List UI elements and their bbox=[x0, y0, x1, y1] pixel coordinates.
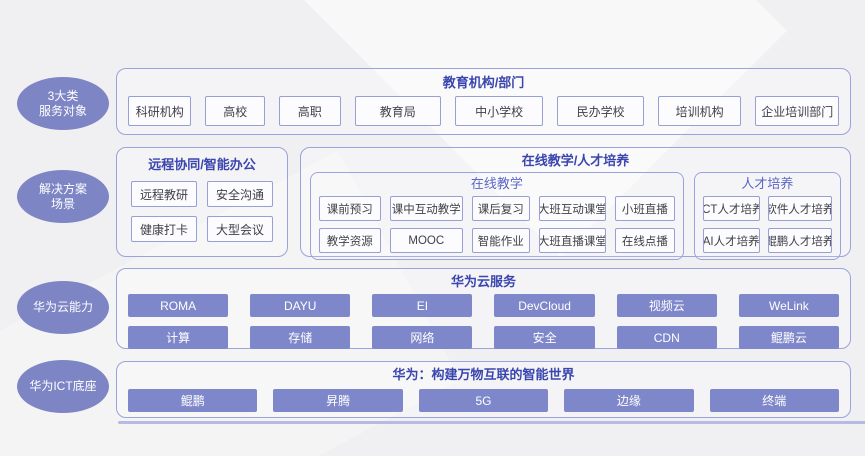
scenario-item: 小班直播 bbox=[615, 196, 675, 221]
bottom-divider bbox=[118, 421, 865, 424]
scenario-item: 教学资源 bbox=[319, 228, 381, 253]
org-item: 民办学校 bbox=[557, 96, 644, 126]
stage-label-solution-scenarios: 解决方案 场景 bbox=[17, 170, 109, 223]
stage-label-text: 解决方案 场景 bbox=[38, 181, 87, 211]
ict-base-grid: 鲲鹏 昇腾 5G 边缘 终端 bbox=[128, 389, 839, 412]
cloud-service-item: 安全 bbox=[494, 326, 595, 349]
stage-label-cloud-capability: 华为云能力 bbox=[17, 281, 109, 334]
scenario-item: AI人才培养 bbox=[702, 228, 760, 253]
stage-label-text: 华为ICT底座 bbox=[29, 379, 97, 393]
talent-grid: ICT人才培养 软件人才培养 AI人才培养 鲲鹏人才培养 bbox=[702, 196, 832, 253]
scenario-item: 远程教研 bbox=[131, 181, 197, 207]
stage-label-ict-base: 华为ICT底座 bbox=[17, 360, 109, 413]
org-item: 高校 bbox=[205, 96, 266, 126]
org-item: 高职 bbox=[279, 96, 341, 126]
cloud-service-item: 鲲鹏云 bbox=[738, 326, 839, 349]
scenario-item: ICT人才培养 bbox=[702, 196, 760, 221]
cloud-service-item: ROMA bbox=[128, 294, 229, 317]
cloud-service-item: 存储 bbox=[250, 326, 351, 349]
scenario-item: 健康打卡 bbox=[131, 216, 197, 242]
cloud-service-item: WeLink bbox=[738, 294, 839, 317]
scenario-item: 软件人才培养 bbox=[767, 196, 832, 221]
org-item: 中小学校 bbox=[455, 96, 544, 126]
org-item: 企业培训部门 bbox=[755, 96, 839, 126]
section-cloud-services: 华为云服务 ROMA DAYU EI DevCloud 视频云 WeLink 计… bbox=[116, 268, 851, 349]
organizations-row: 科研机构 高校 高职 教育局 中小学校 民办学校 培训机构 企业培训部门 bbox=[128, 96, 839, 126]
scenario-item: 在线点播 bbox=[615, 228, 675, 253]
section-ict-base: 华为：构建万物互联的智能世界 鲲鹏 昇腾 5G 边缘 终端 bbox=[116, 361, 851, 418]
subsection-talent-training: 人才培养 ICT人才培养 软件人才培养 AI人才培养 鲲鹏人才培养 bbox=[693, 172, 841, 260]
cloud-service-item: DAYU bbox=[250, 294, 351, 317]
cloud-service-item: EI bbox=[372, 294, 473, 317]
section-title: 远程协同/智能办公 bbox=[148, 157, 256, 172]
section-title: 华为云服务 bbox=[450, 274, 516, 289]
ict-item: 边缘 bbox=[564, 389, 694, 412]
cloud-service-item: 视频云 bbox=[616, 294, 717, 317]
section-title: 教育机构/部门 bbox=[442, 75, 525, 90]
ict-item: 昇腾 bbox=[273, 389, 403, 412]
scenario-item: 安全沟通 bbox=[207, 181, 273, 207]
stage-label-service-targets: 3大类 服务对象 bbox=[17, 77, 109, 130]
scenario-item: 课中互动教学 bbox=[389, 196, 464, 221]
scenario-item: 大班互动课堂 bbox=[538, 196, 607, 221]
subsection-title: 人才培养 bbox=[741, 176, 794, 191]
subsection-online-teaching: 在线教学 课前预习 课中互动教学 课后复习 大班互动课堂 小班直播 教学资源 M… bbox=[310, 172, 684, 260]
scenario-item: MOOC bbox=[389, 228, 464, 253]
cloud-service-item: 网络 bbox=[372, 326, 473, 349]
remote-office-grid: 远程教研 安全沟通 健康打卡 大型会议 bbox=[131, 181, 273, 242]
cloud-services-grid: ROMA DAYU EI DevCloud 视频云 WeLink 计算 存储 网… bbox=[128, 294, 839, 349]
stage-label-text: 3大类 服务对象 bbox=[38, 88, 87, 118]
stage-label-text: 华为云能力 bbox=[32, 300, 93, 314]
subsection-title: 在线教学 bbox=[470, 176, 523, 191]
scenario-item: 课前预习 bbox=[319, 196, 381, 221]
online-teaching-grid: 课前预习 课中互动教学 课后复习 大班互动课堂 小班直播 教学资源 MOOC 智… bbox=[319, 196, 675, 253]
ict-item: 鲲鹏 bbox=[128, 389, 258, 412]
cloud-service-item: 计算 bbox=[128, 326, 229, 349]
cloud-service-item: CDN bbox=[616, 326, 717, 349]
scenario-item: 智能作业 bbox=[472, 228, 530, 253]
section-remote-office: 远程协同/智能办公 远程教研 安全沟通 健康打卡 大型会议 bbox=[116, 147, 288, 257]
scenario-item: 课后复习 bbox=[472, 196, 530, 221]
section-title: 华为：构建万物互联的智能世界 bbox=[392, 367, 575, 382]
ict-item: 终端 bbox=[709, 389, 839, 412]
section-teaching-talent: 在线教学/人才培养 在线教学 课前预习 课中互动教学 课后复习 大班互动课堂 小… bbox=[300, 147, 851, 260]
section-organizations: 教育机构/部门 科研机构 高校 高职 教育局 中小学校 民办学校 培训机构 企业… bbox=[116, 68, 851, 135]
scenario-item: 大班直播课堂 bbox=[538, 228, 607, 253]
org-item: 科研机构 bbox=[128, 96, 192, 126]
org-item: 教育局 bbox=[354, 96, 441, 126]
section-title: 在线教学/人才培养 bbox=[521, 153, 630, 168]
org-item: 培训机构 bbox=[657, 96, 742, 126]
ict-item: 5G bbox=[418, 389, 549, 412]
scenario-item: 鲲鹏人才培养 bbox=[767, 228, 832, 253]
teaching-columns: 在线教学 课前预习 课中互动教学 课后复习 大班互动课堂 小班直播 教学资源 M… bbox=[310, 172, 841, 260]
cloud-service-item: DevCloud bbox=[494, 294, 595, 317]
scenario-item: 大型会议 bbox=[207, 216, 273, 242]
